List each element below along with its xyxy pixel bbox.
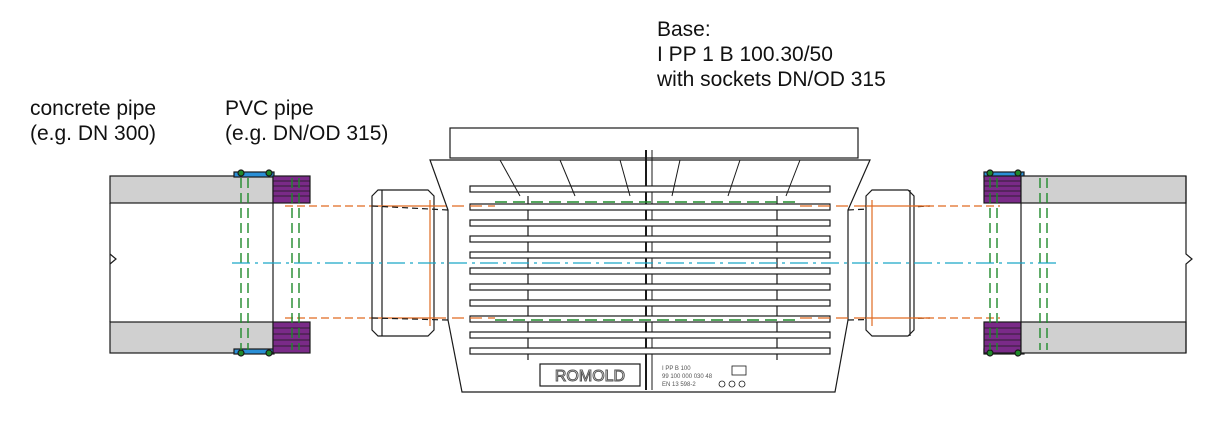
plate-line3: EN 13 598-2 bbox=[662, 382, 696, 388]
base-label-line1: Base: bbox=[657, 18, 711, 41]
base-rib bbox=[469, 219, 831, 227]
base-rib bbox=[469, 185, 831, 193]
base-rib bbox=[469, 315, 831, 323]
pvc-pipe-label-line2: (e.g. DN/OD 315) bbox=[225, 122, 389, 145]
base-pvc-hidden-lines bbox=[434, 205, 866, 319]
base-rib bbox=[469, 331, 831, 339]
base-hidden-lines bbox=[495, 201, 800, 321]
base-rib bbox=[469, 299, 831, 307]
plate-line1: I PP B 100 bbox=[662, 366, 691, 372]
base-label: Base: I PP 1 B 100.30/50 with sockets DN… bbox=[657, 17, 886, 92]
left-pvc-pipe bbox=[285, 205, 372, 319]
base-label-line3: with sockets DN/OD 315 bbox=[657, 68, 886, 91]
concrete-pipe-label-line1: concrete pipe bbox=[30, 97, 157, 120]
right-pvc-pipe bbox=[914, 205, 1000, 319]
right-concrete-pipe bbox=[1020, 175, 1193, 354]
hidden-vertical-lines bbox=[240, 178, 1048, 350]
base-rib bbox=[469, 203, 831, 211]
base-name-plate: ROMOLD I PP B 100 99 100 000 030 48 EN 1… bbox=[539, 363, 747, 388]
plate-brand: ROMOLD bbox=[555, 368, 625, 385]
base-rib bbox=[469, 347, 831, 355]
concrete-pipe-label: concrete pipe (e.g. DN 300) bbox=[30, 96, 156, 146]
concrete-pipe-label-line2: (e.g. DN 300) bbox=[30, 122, 157, 145]
base-body bbox=[371, 127, 931, 393]
plate-line2: 99 100 000 030 48 bbox=[662, 374, 713, 380]
base-rib bbox=[469, 283, 831, 291]
pvc-pipe-label-line1: PVC pipe bbox=[225, 97, 314, 120]
base-top-struts bbox=[499, 159, 801, 197]
left-concrete-pipe bbox=[109, 175, 274, 354]
base-rib bbox=[469, 251, 831, 259]
base-ribs bbox=[469, 185, 831, 355]
base-rib bbox=[469, 235, 831, 243]
pvc-pipe-label: PVC pipe (e.g. DN/OD 315) bbox=[225, 96, 388, 146]
base-rib bbox=[469, 267, 831, 275]
base-label-line2: I PP 1 B 100.30/50 bbox=[657, 43, 833, 66]
